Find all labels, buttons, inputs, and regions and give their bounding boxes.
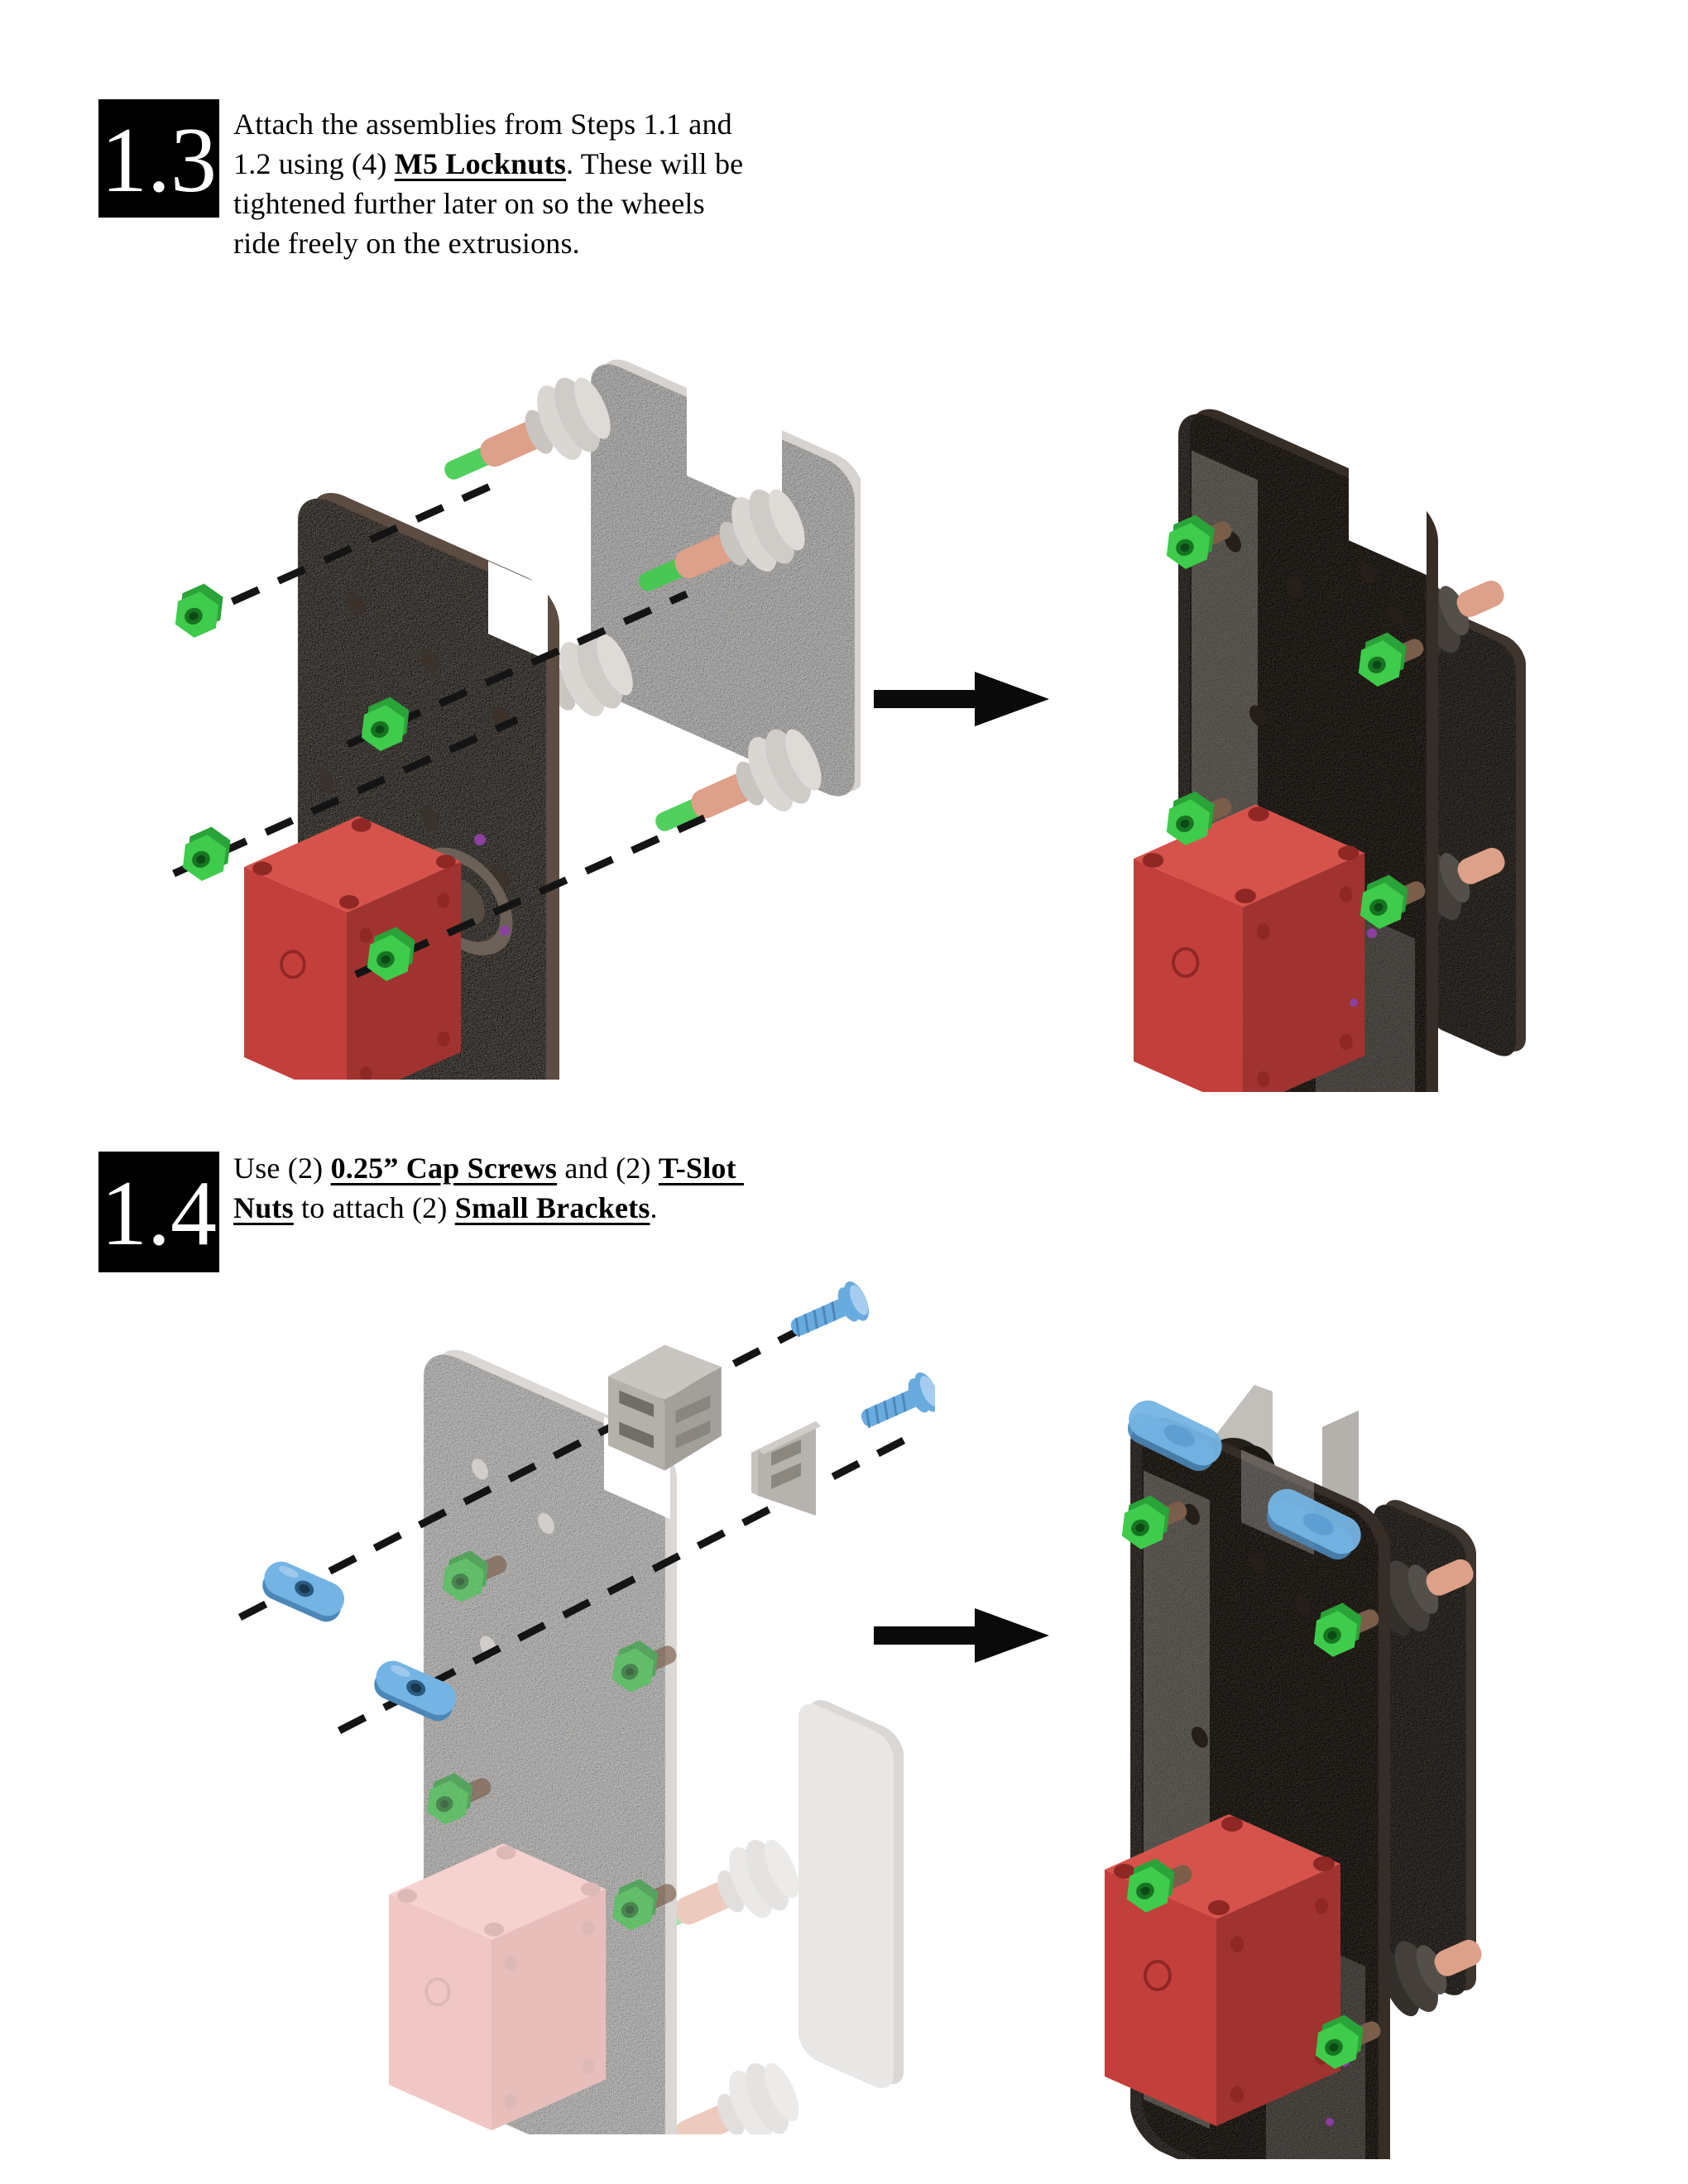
- rear-plate: [1423, 610, 1526, 1056]
- stepper-motor-ghost: [389, 1843, 607, 2131]
- m5-locknut-icon: [172, 821, 242, 886]
- diagram-1-4-assembled-view: [1105, 1385, 1496, 2159]
- diagram-1-4-exploded-view: [237, 1276, 935, 2134]
- step-1-3-instruction: Attach the assemblies from Steps 1.1 and…: [233, 108, 744, 260]
- wheel-plate: [591, 359, 861, 797]
- cap-screw-icon: [782, 1276, 875, 1351]
- t-slot-nut-heads: [1127, 1400, 1361, 1560]
- diagram-1-3-exploded-view: [165, 359, 861, 1080]
- step-1-4-instruction: Use (2) 0.25” Cap Screws and (2) T-Slot …: [233, 1152, 736, 1224]
- step-number-box-1-3: 1.3: [98, 99, 219, 218]
- small-bracket-icon: [751, 1421, 821, 1516]
- cap-screw-icon: [852, 1367, 935, 1442]
- arrow-right-icon: [874, 672, 1049, 726]
- step-number-label: 1.4: [101, 1162, 217, 1265]
- diagram-1-3-assembled-view: [1134, 409, 1526, 1092]
- small-bracket-icon: [608, 1344, 722, 1471]
- arrow-right-icon: [874, 1608, 1049, 1663]
- step-number-box-1-4: 1.4: [98, 1152, 219, 1272]
- stepper-motor: [1134, 804, 1365, 1092]
- stepper-motor: [244, 816, 462, 1080]
- m5-locknut-icon: [165, 578, 234, 643]
- stepper-motor: [1105, 1814, 1340, 2126]
- step-number-label: 1.3: [101, 108, 217, 212]
